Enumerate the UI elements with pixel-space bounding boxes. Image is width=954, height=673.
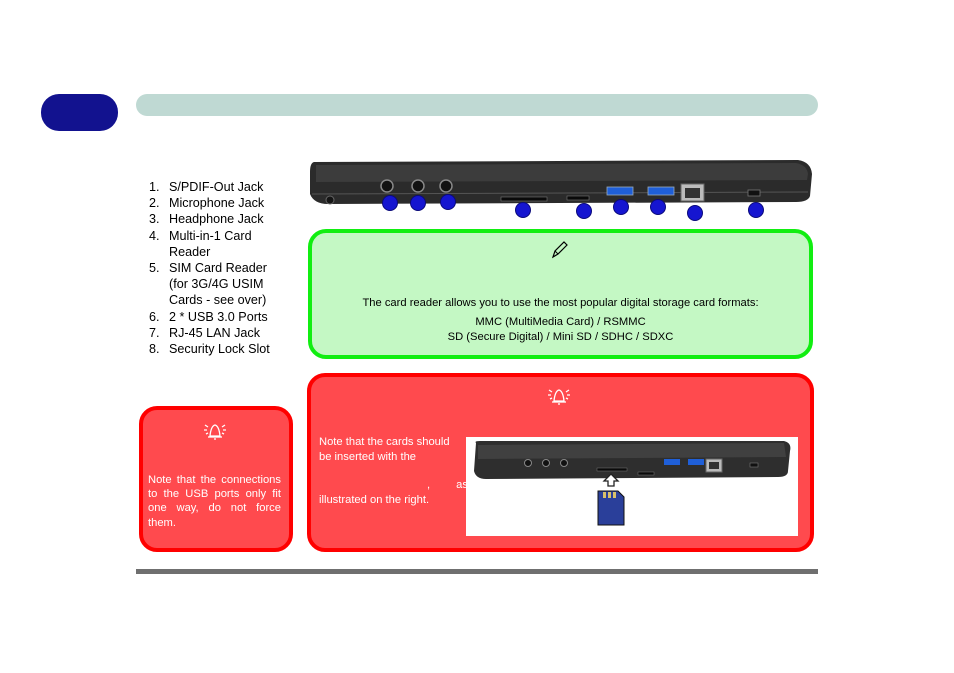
note-line: MMC (MultiMedia Card) / RSMMC bbox=[475, 316, 646, 328]
note-line: SD (Secure Digital) / Mini SD / SDHC / S… bbox=[447, 331, 674, 343]
marker-1 bbox=[382, 195, 398, 211]
marker-3 bbox=[440, 194, 456, 210]
usb-warning-text: Note that the connections to the USB por… bbox=[148, 474, 281, 529]
marker-6a bbox=[613, 199, 629, 215]
list-item: 2.Microphone Jack bbox=[149, 196, 265, 211]
usb-warning-box bbox=[139, 406, 293, 552]
card-insertion-photo bbox=[466, 437, 798, 536]
marker-5 bbox=[576, 203, 592, 219]
card-warning-line: illustrated on the right. bbox=[319, 493, 430, 506]
list-item: 4.Multi-in-1 Card Reader bbox=[149, 228, 252, 259]
header-bar bbox=[136, 94, 818, 116]
pencil-icon bbox=[551, 241, 568, 259]
note-line: The card reader allows you to use the mo… bbox=[362, 297, 759, 309]
chapter-tab bbox=[41, 94, 118, 131]
port-label: SIM Card Reader (for 3G/4G USIM Cards - … bbox=[169, 261, 267, 308]
port-label: S/PDIF-Out Jack bbox=[169, 180, 264, 194]
marker-7 bbox=[687, 205, 703, 221]
port-label: Microphone Jack bbox=[169, 196, 265, 211]
port-label: 2 * USB 3.0 Ports bbox=[169, 309, 268, 324]
marker-4 bbox=[515, 202, 531, 218]
warning-bell-icon bbox=[548, 389, 570, 405]
list-item: 3.Headphone Jack bbox=[149, 212, 264, 227]
marker-2 bbox=[410, 195, 426, 211]
card-warning-text: Note that the cards should be inserted w… bbox=[319, 436, 468, 506]
port-label: RJ-45 LAN Jack bbox=[169, 325, 260, 340]
port-label: Multi-in-1 Card Reader bbox=[169, 228, 252, 259]
marker-6b bbox=[650, 199, 666, 215]
port-label: Headphone Jack bbox=[169, 212, 264, 227]
list-item: 5.SIM Card Reader (for 3G/4G USIM Cards … bbox=[149, 261, 267, 308]
list-item: 8.Security Lock Slot bbox=[149, 342, 270, 357]
marker-8 bbox=[748, 202, 764, 218]
card-insertion-illustration bbox=[474, 441, 791, 526]
port-markers bbox=[308, 158, 814, 221]
port-label: Security Lock Slot bbox=[169, 342, 270, 357]
warning-bell-icon bbox=[204, 424, 226, 440]
list-item: 7.RJ-45 LAN Jack bbox=[149, 325, 260, 340]
card-warning-line: Note that the cards should be inserted w… bbox=[319, 436, 450, 463]
port-list: 1.S/PDIF-Out Jack 2.Microphone Jack 3.He… bbox=[146, 179, 286, 357]
list-item: 1.S/PDIF-Out Jack bbox=[149, 180, 264, 194]
list-item: 6.2 * USB 3.0 Ports bbox=[149, 309, 268, 324]
laptop-side-view bbox=[310, 160, 812, 205]
note-text: The card reader allows you to use the mo… bbox=[308, 296, 813, 345]
footer-rule bbox=[136, 569, 818, 574]
